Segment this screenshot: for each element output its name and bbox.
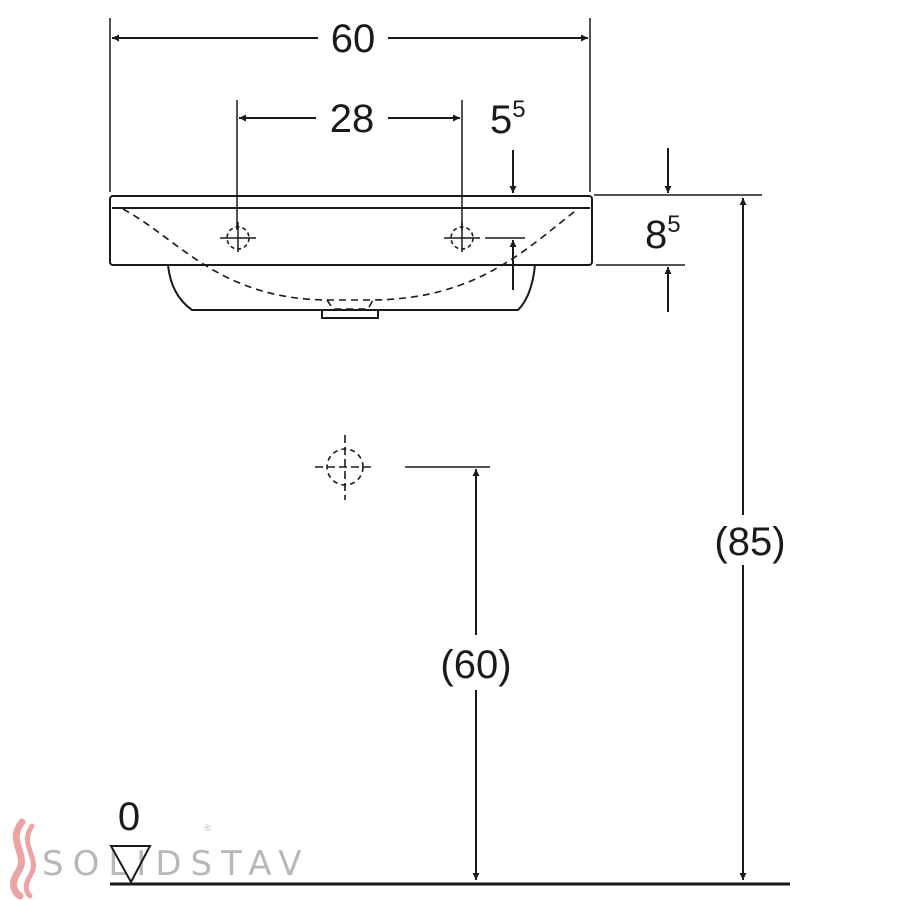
dimension-overall-width: 60 xyxy=(109,17,591,192)
registered-mark: ® xyxy=(204,823,211,833)
dimension-drain-height: (60) xyxy=(405,466,512,880)
dimension-label-60-floor: (60) xyxy=(440,643,511,687)
dimension-label-8-5: 85 xyxy=(645,211,681,257)
dimension-label-28: 28 xyxy=(330,97,375,141)
washbasin-outline xyxy=(109,195,593,319)
drain-outlet-symbol xyxy=(315,435,375,500)
watermark-text: SOLIDSTAV xyxy=(42,844,311,884)
tap-hole-right xyxy=(444,222,480,252)
dimension-rim-offset: 55 xyxy=(485,96,526,290)
watermark: SOLIDSTAV ® xyxy=(10,818,311,900)
dimension-label-85: (85) xyxy=(714,520,785,564)
dimension-label-60: 60 xyxy=(331,17,376,61)
watermark-logo-icon xyxy=(10,818,26,900)
floor-level: 0 xyxy=(109,795,790,886)
dimension-label-5-5: 55 xyxy=(490,96,526,142)
dimension-tap-hole-spacing: 28 xyxy=(236,97,463,230)
dimension-rim-height: 85 xyxy=(594,148,762,312)
floor-level-triangle-icon xyxy=(109,845,152,885)
tap-hole-left xyxy=(220,222,256,252)
floor-level-label: 0 xyxy=(118,795,140,839)
dimension-rim-height-from-floor: (85) xyxy=(714,198,786,880)
